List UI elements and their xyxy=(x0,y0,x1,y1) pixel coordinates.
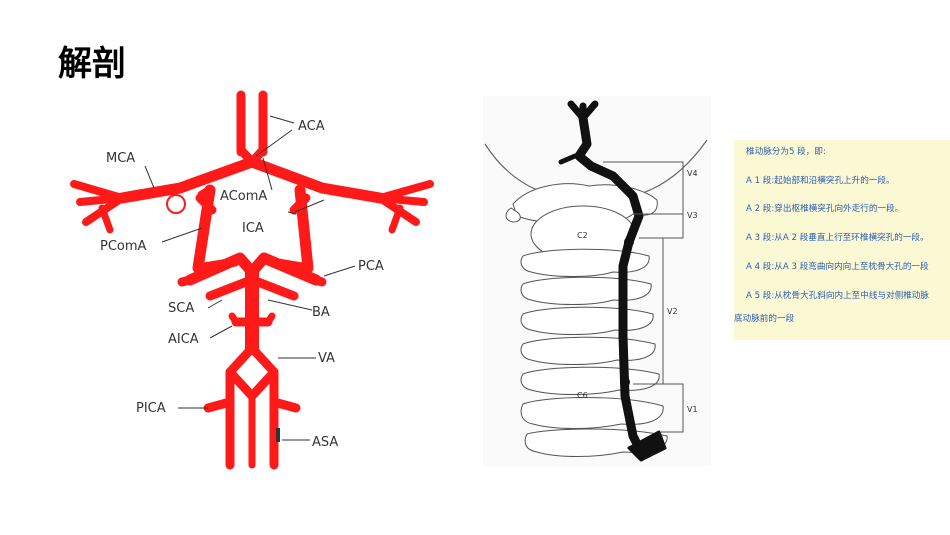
note-line: A 5 段:从枕骨大孔斜向内上至中线与对侧椎动脉 xyxy=(746,291,929,301)
note-line: A 2 段:穿出枢椎横突孔向外走行的一段。 xyxy=(746,204,904,214)
label-v4: V4 xyxy=(687,169,698,178)
label-mca: MCA xyxy=(106,151,135,166)
label-v1: V1 xyxy=(687,405,698,414)
label-asa: ASA xyxy=(312,435,338,450)
vertebral-artery xyxy=(558,100,667,462)
note-line: 底动脉前的一段 xyxy=(734,314,795,324)
segment-brackets xyxy=(603,161,684,433)
label-c2: C2 xyxy=(577,231,588,240)
label-c6: C6 xyxy=(577,391,588,400)
label-aca: ACA xyxy=(298,119,325,134)
vessel-network xyxy=(70,90,434,470)
label-ba: BA xyxy=(312,305,330,320)
label-v3: V3 xyxy=(687,211,698,220)
label-v2: V2 xyxy=(667,307,678,316)
cervical-spine-diagram: V4 V3 V2 V1 C2 C6 xyxy=(483,96,711,466)
note-line: A 1 段:起始部和沿横突孔上升的一段。 xyxy=(746,176,895,186)
label-ica: ICA xyxy=(242,221,264,236)
note-line: A 3 段:从A 2 段垂直上行至环椎横突孔的一段。 xyxy=(746,233,929,243)
vertebral-artery-segment-note: 椎动脉分为5 段，即: A 1 段:起始部和沿横突孔上升的一段。 A 2 段:穿… xyxy=(734,140,950,340)
label-acoma: AComA xyxy=(220,189,267,204)
label-pica: PICA xyxy=(136,401,166,416)
aneurysm-marker xyxy=(166,194,186,214)
slide-title: 解剖 xyxy=(58,44,126,84)
note-line: 椎动脉分为5 段，即: xyxy=(746,147,826,157)
circle-of-willis-diagram: ACA MCA AComA ICA PComA PCA SCA BA AICA … xyxy=(70,90,434,470)
label-sca: SCA xyxy=(168,301,194,316)
note-line: A 4 段:从A 3 段弯曲向内向上至枕骨大孔的一段 xyxy=(746,262,929,272)
label-va: VA xyxy=(318,351,335,366)
leader-lines xyxy=(144,115,356,441)
label-pca: PCA xyxy=(358,259,384,274)
label-aica: AICA xyxy=(168,332,199,347)
label-pcoma: PComA xyxy=(100,239,147,254)
